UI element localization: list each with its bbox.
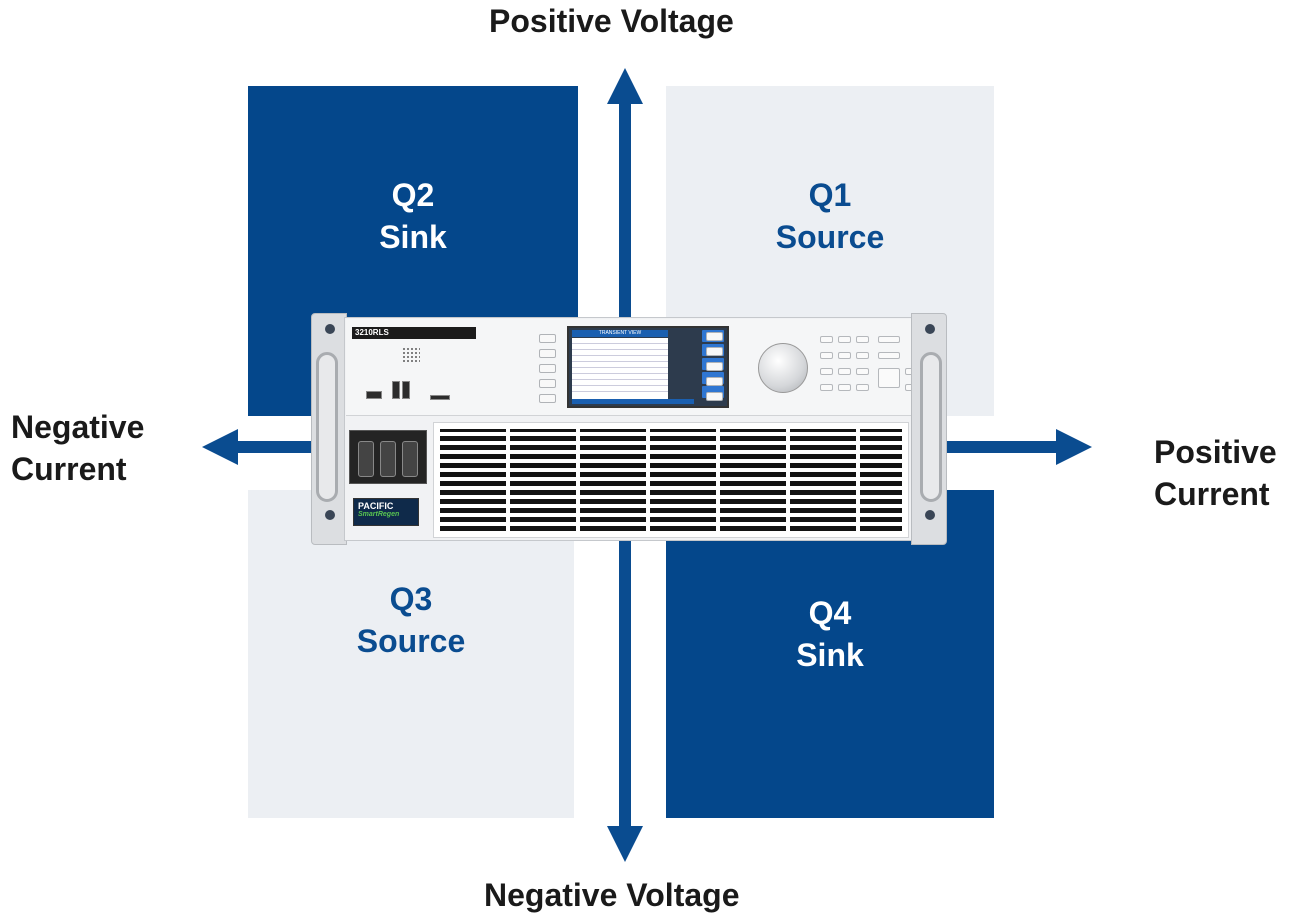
- keypad-key[interactable]: [838, 384, 851, 391]
- q4-id: Q4: [808, 595, 852, 631]
- screen-title: TRANSIENT VIEW: [572, 330, 668, 337]
- keypad-key[interactable]: [820, 384, 833, 391]
- hdmi-port: [366, 391, 382, 399]
- control-panel: 3210RLS TRANSIENT VIEW: [346, 319, 943, 416]
- breaker-switch[interactable]: [380, 441, 396, 477]
- q1-id: Q1: [808, 177, 852, 213]
- positive-voltage-label: Positive Voltage: [489, 3, 734, 39]
- quadrant-q3: Q3 Source: [248, 490, 574, 818]
- screen-side-key[interactable]: [706, 332, 723, 341]
- circuit-breaker[interactable]: [349, 430, 427, 484]
- keypad-key[interactable]: [856, 368, 869, 375]
- screen-table: [572, 338, 668, 402]
- up-arrow-head: [607, 68, 643, 104]
- q3-mode: Source: [356, 623, 466, 659]
- down-arrow-head: [607, 826, 643, 862]
- front-panel: 3210RLS TRANSIENT VIEW: [344, 317, 943, 541]
- usb-port: [402, 381, 410, 399]
- vent-slots: [440, 429, 902, 531]
- brand-name: PACIFIC: [358, 501, 394, 511]
- breaker-switch[interactable]: [402, 441, 418, 477]
- q2-mode: Sink: [379, 219, 447, 255]
- rotary-knob[interactable]: [758, 343, 808, 393]
- q2-id: Q2: [391, 177, 435, 213]
- menu-key[interactable]: [539, 394, 556, 403]
- keypad-key[interactable]: [856, 336, 869, 343]
- positive-current-line2: Current: [1154, 476, 1270, 512]
- keypad-key[interactable]: [856, 384, 869, 391]
- menu-key[interactable]: [539, 364, 556, 373]
- menu-key[interactable]: [539, 349, 556, 358]
- positive-current-label: Positive Current: [1154, 431, 1277, 515]
- screen-side-key[interactable]: [706, 347, 723, 356]
- keypad-key[interactable]: [838, 352, 851, 359]
- left-handle: [316, 352, 338, 502]
- backspace-key[interactable]: [878, 352, 900, 359]
- speaker-grille: [402, 347, 420, 363]
- right-arrow-head: [1056, 429, 1092, 465]
- screw-icon: [325, 510, 335, 520]
- usb-port: [392, 381, 400, 399]
- screw-icon: [325, 324, 335, 334]
- screen-side-key[interactable]: [706, 362, 723, 371]
- keypad-key[interactable]: [856, 352, 869, 359]
- right-rack-ear: [911, 313, 947, 545]
- lcd-screen: TRANSIENT VIEW: [567, 326, 729, 408]
- keypad-key[interactable]: [838, 368, 851, 375]
- keypad-key[interactable]: [820, 352, 833, 359]
- negative-current-line2: Current: [11, 451, 127, 487]
- keypad-key[interactable]: [820, 368, 833, 375]
- menu-key[interactable]: [539, 379, 556, 388]
- screw-icon: [925, 510, 935, 520]
- screen-side-key[interactable]: [706, 377, 723, 386]
- model-badge: 3210RLS: [352, 327, 476, 339]
- screen-status-bar: [572, 399, 694, 404]
- negative-current-line1: Negative: [11, 409, 145, 445]
- brand-sub: SmartRegen: [358, 511, 400, 518]
- q4-mode: Sink: [796, 637, 864, 673]
- left-arrow-head: [202, 429, 238, 465]
- positive-current-line1: Positive: [1154, 434, 1277, 470]
- screen-side-key[interactable]: [706, 392, 723, 401]
- sd-card-slot: [430, 395, 450, 400]
- model-name: 3210RLS: [355, 328, 389, 337]
- screw-icon: [925, 324, 935, 334]
- negative-voltage-label: Negative Voltage: [484, 877, 740, 913]
- q1-mode: Source: [775, 219, 885, 255]
- keypad-key[interactable]: [878, 336, 900, 343]
- negative-current-label: Negative Current: [11, 406, 144, 490]
- q3-id: Q3: [389, 581, 433, 617]
- breaker-switch[interactable]: [358, 441, 374, 477]
- right-handle: [920, 352, 942, 502]
- keypad-key[interactable]: [838, 336, 851, 343]
- power-source-instrument: 3210RLS TRANSIENT VIEW: [311, 313, 947, 545]
- menu-key[interactable]: [539, 334, 556, 343]
- enter-key[interactable]: [878, 368, 900, 388]
- left-rack-ear: [311, 313, 347, 545]
- brand-logo: PACIFIC SmartRegen: [353, 498, 419, 526]
- keypad-key[interactable]: [820, 336, 833, 343]
- ventilation-grille: [433, 422, 909, 538]
